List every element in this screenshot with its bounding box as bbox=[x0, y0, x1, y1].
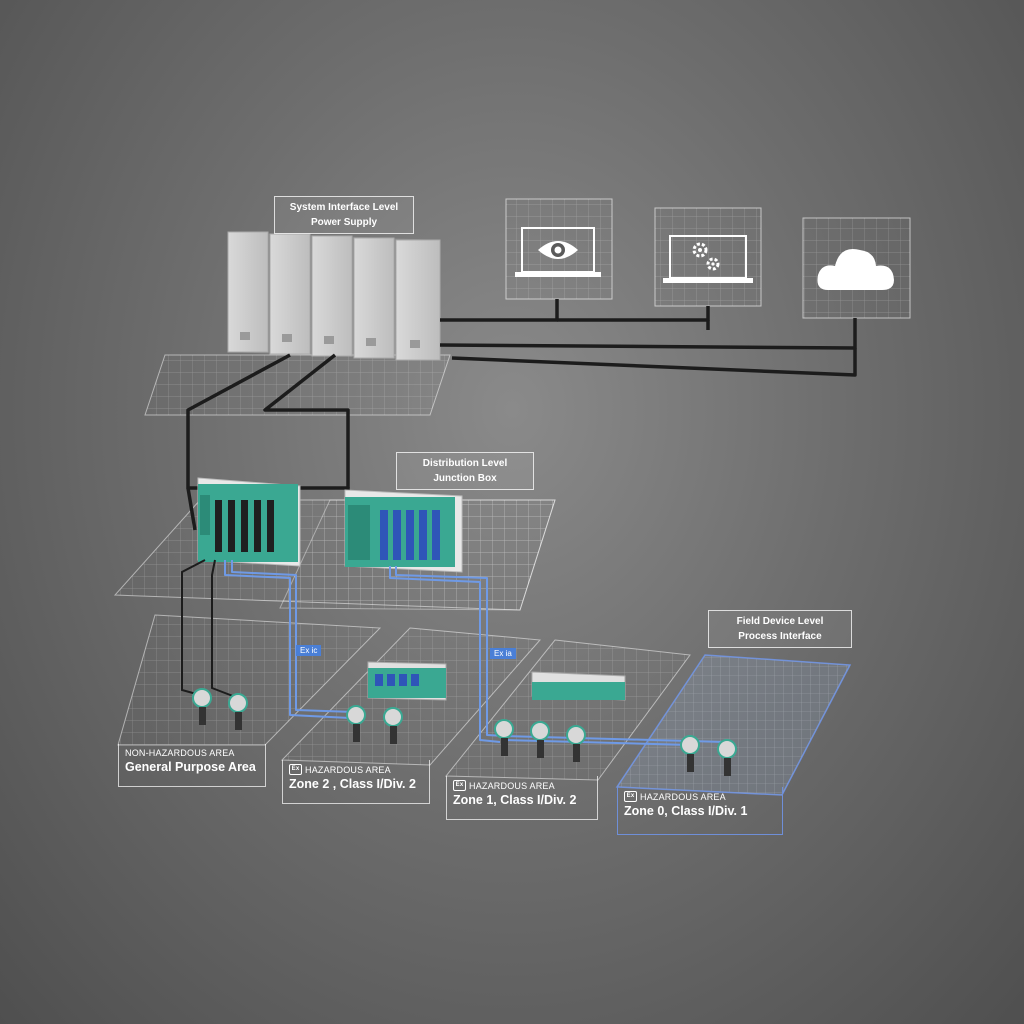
transmitter bbox=[680, 735, 700, 772]
remote-io-zone1 bbox=[531, 671, 626, 701]
ex-ia-tag: Ex ia bbox=[490, 648, 516, 659]
distribution-level-title: Distribution Level bbox=[422, 458, 508, 469]
area-name: Zone 0, Class I/Div. 1 bbox=[624, 804, 748, 818]
system-level-label: System Interface Level Power Supply bbox=[274, 196, 414, 234]
transmitter bbox=[192, 688, 212, 725]
monitor-panel-3 bbox=[802, 217, 911, 319]
transmitter bbox=[717, 739, 737, 776]
transmitter bbox=[566, 725, 586, 762]
area-zone-2: Ex HAZARDOUS AREA Zone 2 , Class I/Div. … bbox=[282, 760, 430, 804]
field-level-title: Field Device Level bbox=[736, 616, 824, 627]
ex-icon: Ex bbox=[289, 764, 302, 775]
area-name: General Purpose Area bbox=[125, 760, 256, 774]
area-general-purpose: NON-HAZARDOUS AREA General Purpose Area bbox=[118, 744, 266, 787]
system-level-title: System Interface Level bbox=[289, 202, 399, 213]
distribution-level-label: Distribution Level Junction Box bbox=[396, 452, 534, 490]
field-level-label: Field Device Level Process Interface bbox=[708, 610, 852, 648]
area-zone-0: Ex HAZARDOUS AREA Zone 0, Class I/Div. 1 bbox=[617, 787, 783, 835]
monitor-panel-2 bbox=[654, 207, 762, 307]
area-tag: Ex HAZARDOUS AREA bbox=[453, 780, 593, 791]
cloud-icon bbox=[817, 249, 894, 290]
area-name: Zone 1, Class I/Div. 2 bbox=[453, 793, 577, 807]
transmitter bbox=[228, 693, 248, 730]
area-tag: Ex HAZARDOUS AREA bbox=[624, 791, 778, 802]
gears-icon bbox=[692, 242, 720, 271]
ex-icon: Ex bbox=[624, 791, 637, 802]
area-name: Zone 2 , Class I/Div. 2 bbox=[289, 777, 416, 791]
area-zone-1: Ex HAZARDOUS AREA Zone 1, Class I/Div. 2 bbox=[446, 776, 598, 820]
transmitter bbox=[346, 705, 366, 742]
ex-icon: Ex bbox=[453, 780, 466, 791]
remote-io-zone2 bbox=[367, 661, 447, 701]
network-cables bbox=[186, 299, 857, 545]
area-tag: Ex HAZARDOUS AREA bbox=[289, 764, 425, 775]
junction-box-right bbox=[344, 489, 463, 573]
system-level-subtitle: Power Supply bbox=[310, 217, 378, 228]
transmitter bbox=[494, 719, 514, 756]
area-tag: NON-HAZARDOUS AREA bbox=[125, 748, 235, 758]
field-level-subtitle: Process Interface bbox=[738, 631, 822, 642]
transmitter bbox=[383, 707, 403, 744]
eye-icon bbox=[538, 241, 578, 259]
junction-box-left bbox=[197, 477, 301, 567]
monitor-panel-1 bbox=[505, 198, 613, 300]
transmitter bbox=[530, 721, 550, 758]
transmitters bbox=[192, 688, 737, 776]
ex-ic-tag: Ex ic bbox=[296, 645, 322, 656]
power-supply-cabinets bbox=[227, 231, 441, 361]
field-cables bbox=[181, 559, 239, 699]
distribution-level-subtitle: Junction Box bbox=[433, 473, 497, 484]
